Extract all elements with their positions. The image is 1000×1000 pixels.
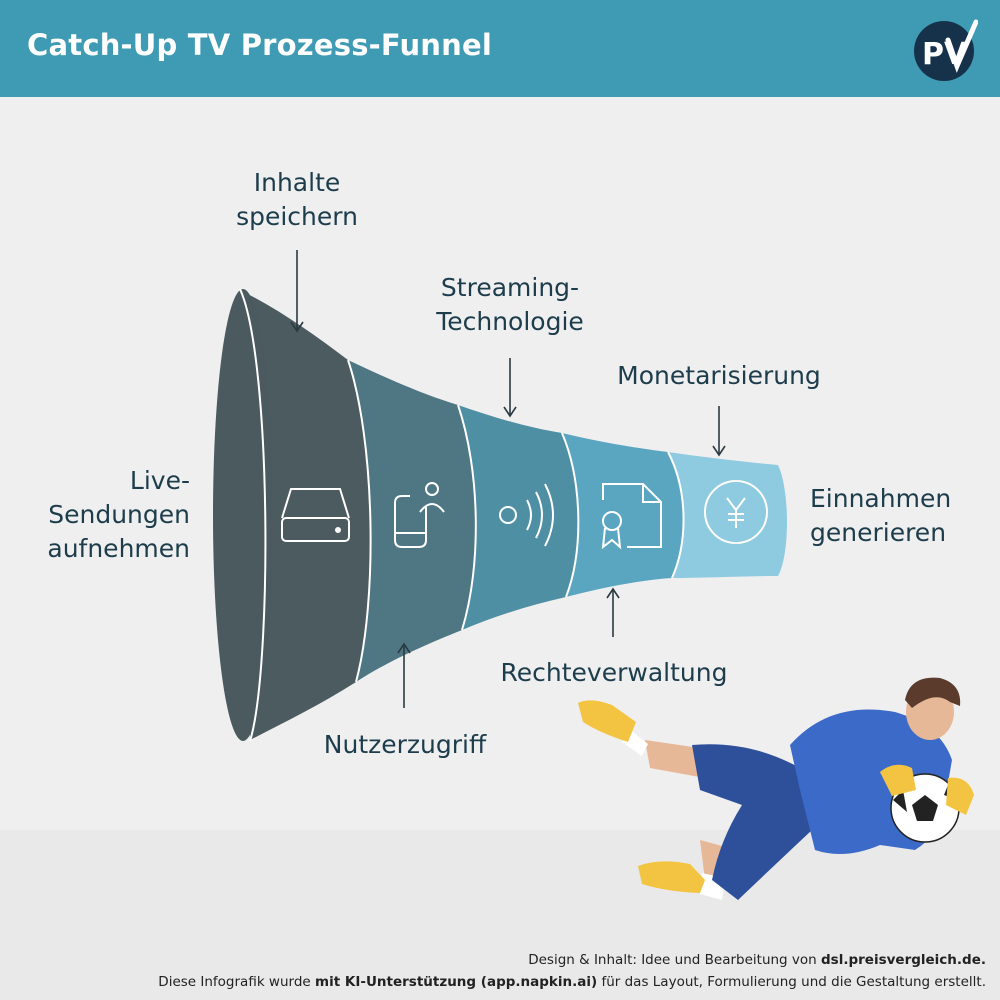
start-label-line: aufnehmen <box>47 534 190 563</box>
yen-coin-icon <box>704 480 768 544</box>
stage-label-line: Streaming- <box>440 273 580 302</box>
funnel-stage-4 <box>562 433 684 597</box>
stage-label-line: speichern <box>236 202 358 231</box>
footer-bold-text: mit KI-Unterstützung (app.napkin.ai) <box>315 974 598 990</box>
footer-background <box>0 830 1000 1000</box>
funnel-stage-5 <box>668 452 787 578</box>
end-label-line: generieren <box>810 518 947 547</box>
funnel-separators <box>239 288 685 742</box>
mobile-user-icon <box>394 482 445 548</box>
funnel-stage-1 <box>240 290 371 740</box>
stage-label-line: Rechteverwaltung <box>500 658 728 687</box>
start-label-line: Live- <box>129 466 190 495</box>
funnel-stage-2 <box>348 360 476 682</box>
funnel-mouth <box>213 289 273 741</box>
stage-label-streaming: Streaming- Technologie <box>415 271 605 339</box>
certificate-document-icon <box>601 483 662 550</box>
stage-label-storage: Inhalte speichern <box>222 166 372 234</box>
stage-label-rights: Rechteverwaltung <box>478 656 750 690</box>
stage-label-line: Monetarisierung <box>617 361 821 390</box>
start-label-line: Sendungen <box>48 500 190 529</box>
end-label-line: Einnahmen <box>810 484 952 513</box>
storage-drive-icon <box>281 488 350 542</box>
stage-label-line: Nutzerzugriff <box>323 730 487 759</box>
footer-text: für das Layout, Formulierung und die Ges… <box>597 974 986 990</box>
funnel-stage-3 <box>458 405 579 630</box>
footer-link-text: dsl.preisvergleich.de. <box>821 952 986 968</box>
footer-text: Diese Infografik wurde <box>158 974 316 990</box>
stage-label-line: Inhalte <box>253 168 341 197</box>
footer-text: Design & Inhalt: Idee und Bearbeitung vo… <box>528 952 822 968</box>
page-title: Catch-Up TV Prozess-Funnel <box>27 28 493 62</box>
footer-credit-line: Design & Inhalt: Idee und Bearbeitung vo… <box>528 952 986 968</box>
goalkeeper-diving-icon <box>578 677 974 900</box>
pv-logo-icon: PV <box>914 19 978 81</box>
streaming-signal-icon <box>499 483 554 547</box>
footer-ai-line: Diese Infografik wurde mit KI-Unterstütz… <box>158 974 986 990</box>
start-label: Live- Sendungen aufnehmen <box>32 464 190 566</box>
header-bar: Catch-Up TV Prozess-Funnel PV <box>0 0 1000 97</box>
end-label: Einnahmen generieren <box>810 482 980 550</box>
label-arrows <box>290 250 726 708</box>
stage-label-line: Technologie <box>436 307 584 336</box>
stage-label-user-access: Nutzerzugriff <box>300 728 510 762</box>
stage-label-monetization: Monetarisierung <box>600 359 838 393</box>
